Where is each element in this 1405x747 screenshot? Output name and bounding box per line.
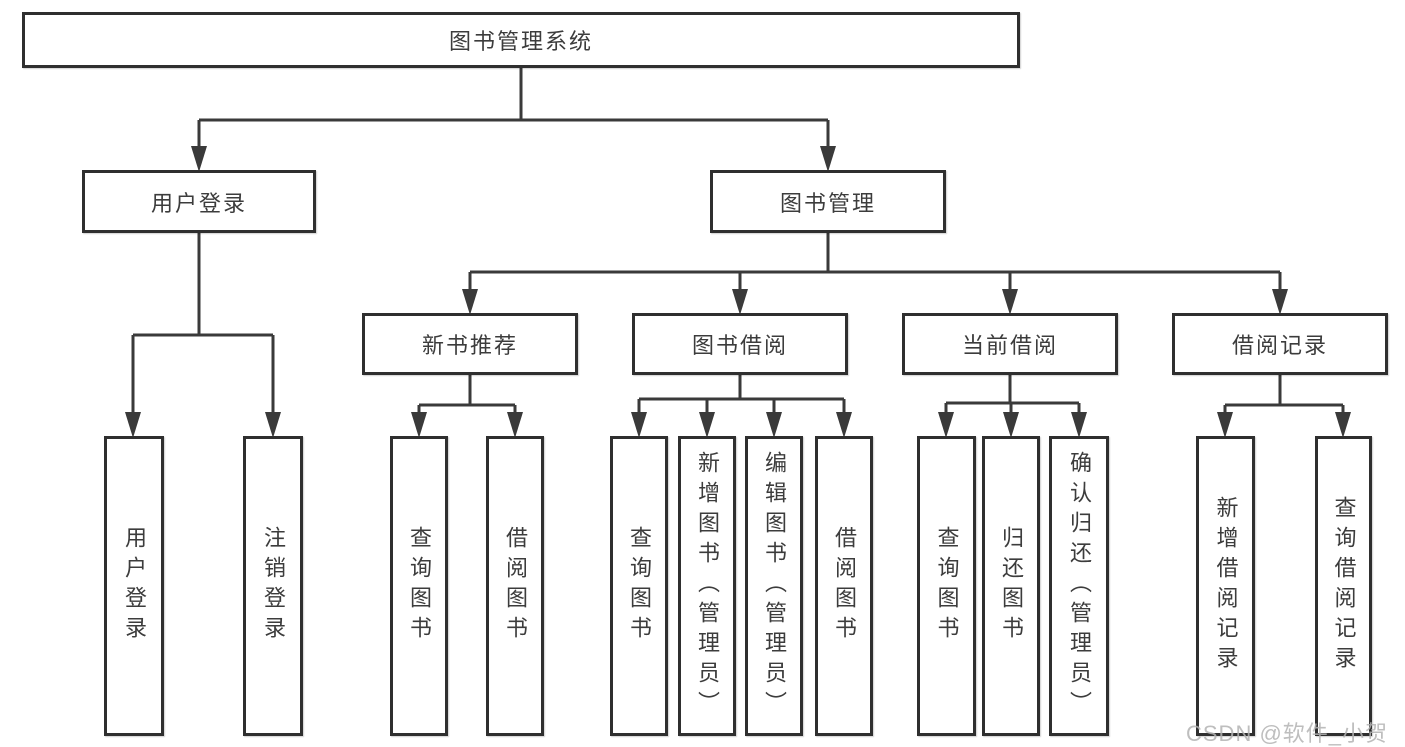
node-label: 当前借阅 (961, 333, 1058, 358)
arrowhead (411, 412, 427, 438)
arrowhead (1335, 412, 1351, 438)
leaf-query-books-current: 查询图书 (917, 436, 976, 736)
arrowhead (938, 412, 954, 438)
node-label: 借阅记录 (1231, 333, 1328, 358)
connector-borrow-records (1223, 375, 1345, 416)
arrowhead (265, 412, 281, 438)
arrowhead (125, 412, 141, 438)
arrowhead (507, 412, 523, 438)
connector-user-login (131, 233, 275, 416)
node-label: 用户登录 (150, 190, 247, 216)
node-label: 借阅图书 (503, 526, 528, 646)
node-label: 图书管理 (779, 190, 876, 216)
node-borrow-records: 借阅记录 (1172, 313, 1388, 375)
node-label: 借阅图书 (832, 526, 857, 646)
watermark: CSDN @软件_小贺同学 (1186, 721, 1389, 746)
leaf-borrow-books-recommend: 借阅图书 (486, 436, 544, 736)
leaf-edit-books-admin: 编辑图书（管理员） (745, 436, 803, 736)
leaf-user-login: 用户登录 (104, 436, 164, 736)
node-label: 用户登录 (122, 526, 147, 646)
node-label: 新增借阅记录 (1213, 496, 1239, 676)
connector-book-borrow (637, 375, 846, 416)
node-label: 注销登录 (261, 526, 286, 646)
arrowhead (1272, 289, 1288, 315)
connector-book-management (468, 233, 1282, 293)
arrowhead (1217, 412, 1233, 438)
node-label: 查询图书 (407, 526, 432, 646)
leaf-add-books-admin: 新增图书（管理员） (678, 436, 736, 736)
node-book-management: 图书管理 (710, 170, 946, 233)
leaf-query-books-recommend: 查询图书 (390, 436, 448, 736)
arrowhead (699, 412, 715, 438)
node-label: 新增图书（管理员） (695, 451, 720, 721)
leaf-add-borrow-record: 新增借阅记录 (1196, 436, 1255, 736)
node-label: 查询图书 (627, 526, 652, 646)
arrowhead (836, 412, 852, 438)
leaf-query-borrow-record: 查询借阅记录 (1315, 436, 1372, 736)
arrowhead (631, 412, 647, 438)
node-label: 查询图书 (934, 526, 960, 646)
arrowhead (766, 412, 782, 438)
leaf-query-books-borrow: 查询图书 (610, 436, 668, 736)
leaf-return-books: 归还图书 (982, 436, 1040, 736)
node-new-book-recommend: 新书推荐 (362, 313, 578, 375)
arrowhead (191, 146, 207, 172)
node-current-borrow: 当前借阅 (902, 313, 1118, 375)
node-label: 新书推荐 (421, 333, 518, 358)
arrowhead (820, 146, 836, 172)
node-label: 查询借阅记录 (1331, 496, 1357, 676)
node-label: 确认归还（管理员） (1067, 451, 1092, 721)
arrowhead (1071, 412, 1087, 438)
connector-new-book (417, 375, 517, 416)
connector-current-borrow (944, 375, 1081, 416)
node-label: 图书借阅 (691, 333, 788, 358)
node-book-borrow: 图书借阅 (632, 313, 848, 375)
arrowhead (1002, 289, 1018, 315)
connector-root (197, 68, 830, 150)
node-label: 图书管理系统 (448, 29, 593, 54)
leaf-confirm-return-admin: 确认归还（管理员） (1049, 436, 1109, 736)
node-root: 图书管理系统 (22, 12, 1020, 68)
leaf-borrow-books: 借阅图书 (815, 436, 873, 736)
node-label: 编辑图书（管理员） (762, 451, 787, 721)
arrowhead (462, 289, 478, 315)
leaf-logout: 注销登录 (243, 436, 303, 736)
node-user-login: 用户登录 (82, 170, 316, 233)
arrowhead (732, 289, 748, 315)
node-label: 归还图书 (999, 526, 1024, 646)
arrowhead (1003, 412, 1019, 438)
